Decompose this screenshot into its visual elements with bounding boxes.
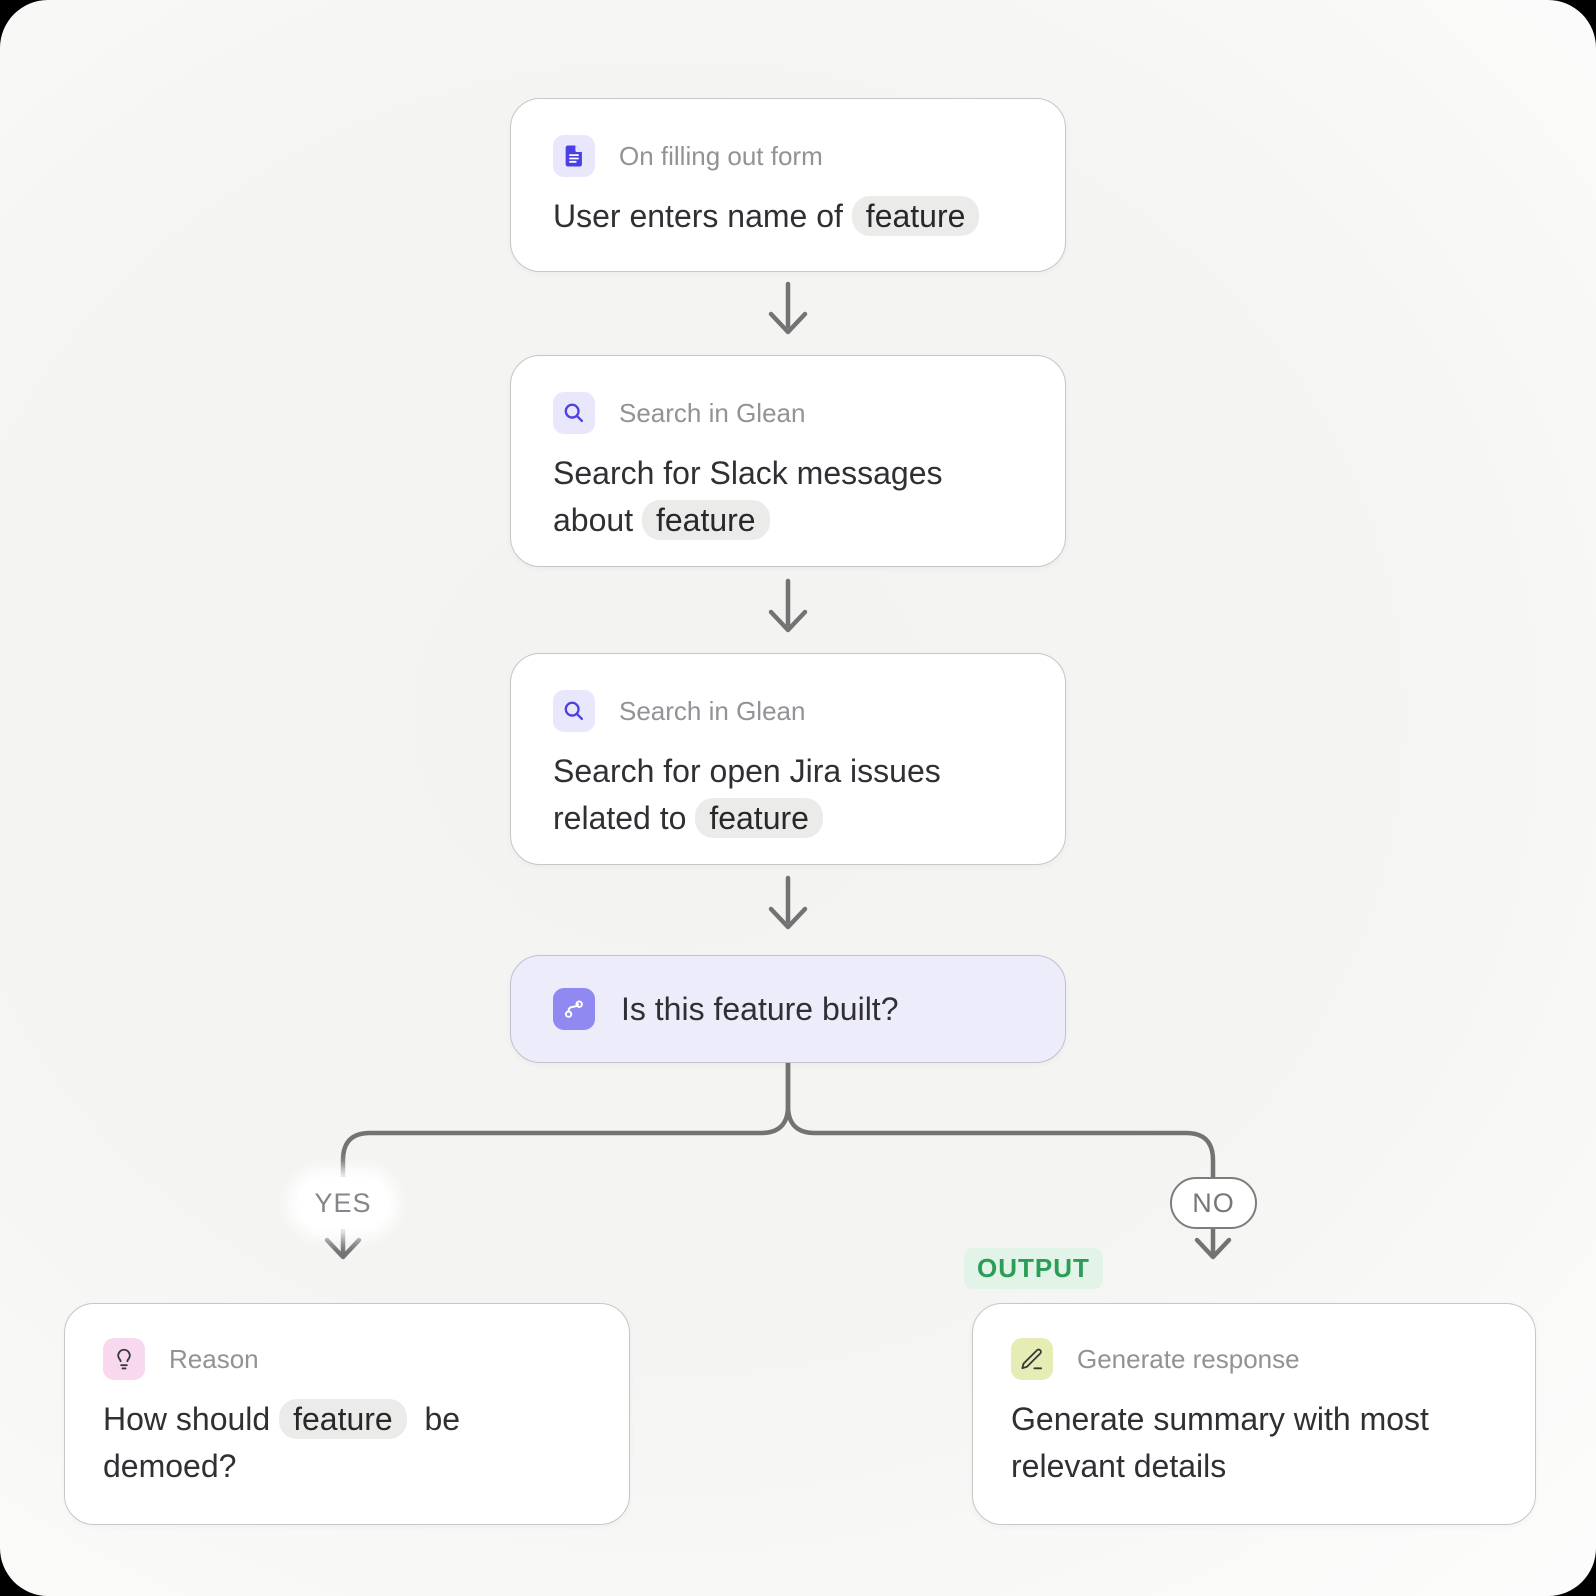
decision-label: Is this feature built?: [621, 990, 899, 1027]
node-reason-header: Reason: [103, 1338, 591, 1380]
pen-icon: [1011, 1338, 1053, 1380]
no-label-text: NO: [1192, 1187, 1235, 1218]
body-text: User enters name of: [553, 198, 852, 234]
yes-label-text: YES: [314, 1187, 372, 1218]
branch-no-head: [1194, 1237, 1232, 1260]
output-badge: OUTPUT: [964, 1248, 1103, 1289]
node-search-slack-header: Search in Glean: [553, 392, 1023, 434]
branch-icon: [553, 988, 595, 1030]
document-icon: [553, 135, 595, 177]
node-body: User enters name of feature: [553, 193, 1023, 240]
node-header-label: Search in Glean: [619, 397, 806, 428]
yes-label: YES: [297, 1177, 389, 1229]
body-text: be demoed?: [103, 1401, 461, 1484]
arrow-2-head: [768, 609, 808, 633]
node-generate[interactable]: Generate response Generate summary with …: [972, 1303, 1536, 1525]
node-body: Generate summary with most relevant deta…: [1011, 1401, 1429, 1484]
node-trigger[interactable]: On filling out form User enters name of …: [510, 98, 1066, 272]
node-header-label: On filling out form: [619, 140, 823, 171]
node-search-jira-header: Search in Glean: [553, 690, 1023, 732]
no-label: NO: [1170, 1177, 1257, 1229]
node-search-jira[interactable]: Search in Glean Search for open Jira iss…: [510, 653, 1066, 865]
node-header-label: Search in Glean: [619, 695, 806, 726]
body-text: How should: [103, 1401, 280, 1437]
node-body: Search for open Jira issues related to f…: [553, 748, 1023, 842]
search-icon: [553, 690, 595, 732]
variable-pill: feature: [279, 1399, 407, 1439]
branch-yes-line: [340, 1060, 791, 1255]
node-search-slack[interactable]: Search in Glean Search for Slack message…: [510, 355, 1066, 567]
body-text: Search for Slack messages about: [553, 455, 943, 538]
node-generate-header: Generate response: [1011, 1338, 1497, 1380]
arrow-3-head: [768, 906, 808, 930]
arrow-1-head: [768, 311, 808, 335]
body-text: Search for open Jira issues related to: [553, 753, 941, 836]
branch-yes-head: [324, 1237, 362, 1260]
branch-no-line: [785, 1060, 1216, 1255]
node-body: Search for Slack messages about feature: [553, 450, 1023, 544]
node-trigger-header: On filling out form: [553, 135, 1023, 177]
node-reason[interactable]: Reason How should feature be demoed?: [64, 1303, 630, 1525]
lightbulb-icon: [103, 1338, 145, 1380]
variable-pill: feature: [695, 798, 823, 838]
variable-pill: feature: [641, 500, 770, 540]
node-decision[interactable]: Is this feature built?: [510, 955, 1066, 1063]
search-icon: [553, 392, 595, 434]
node-body: How should feature be demoed?: [103, 1396, 591, 1490]
node-header-label: Generate response: [1077, 1343, 1300, 1374]
node-header-label: Reason: [169, 1343, 259, 1374]
variable-pill: feature: [851, 196, 980, 236]
